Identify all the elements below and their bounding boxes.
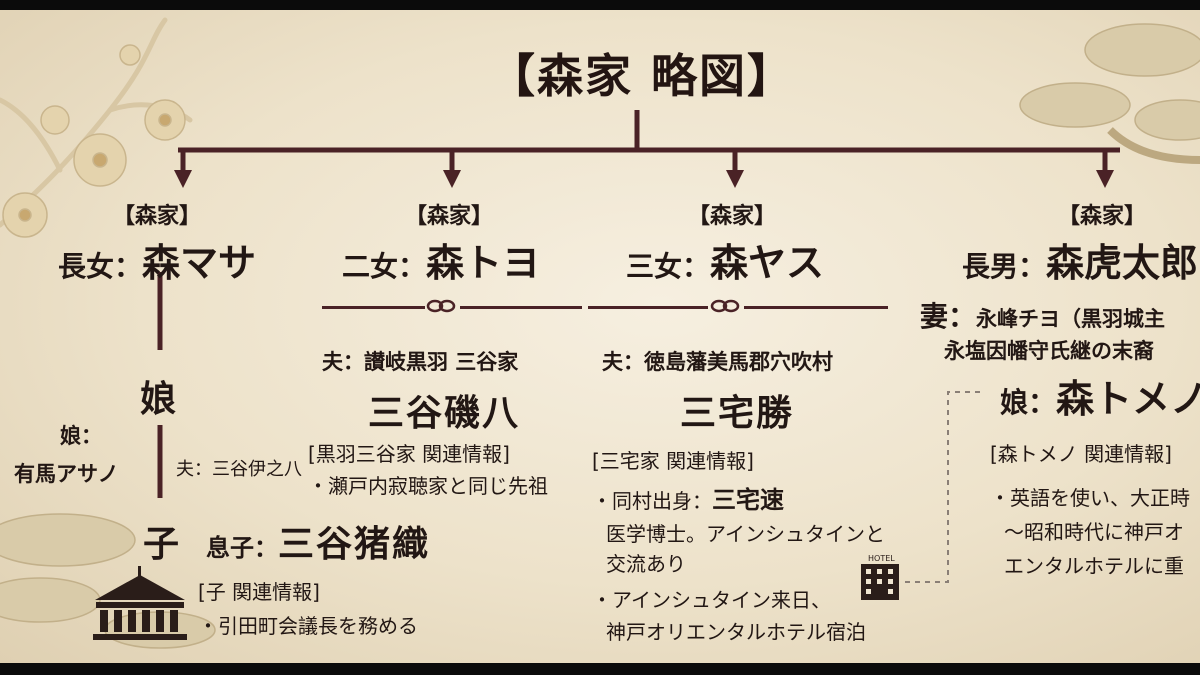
d1-name: 森マサ	[142, 241, 257, 285]
s1-wife-name: 永峰チヨ（黒羽城主	[976, 307, 1166, 331]
d1-header: 長女：森マサ	[58, 232, 256, 287]
d1-son-label: 子	[143, 524, 182, 565]
s1-info-title: [森トメノ 関連情報]	[990, 442, 1172, 466]
s1-house: 【森家】	[1058, 204, 1147, 229]
d2-info-title: [黒羽三谷家 関連情報]	[308, 442, 510, 466]
d3-info-1a: ・同村出身：	[592, 489, 712, 513]
plum-flowers	[2, 44, 186, 238]
d3-rank: 三女：	[626, 250, 711, 283]
tree-connectors	[157, 110, 1120, 498]
d2-divider-right	[460, 306, 582, 309]
s1-wife-label: 妻：	[920, 300, 977, 333]
top-letterbox	[0, 0, 1200, 10]
dashed-link	[905, 391, 982, 583]
d1-grandchild-label-1: 娘：	[60, 424, 102, 448]
knot-ornament-icon	[710, 299, 740, 313]
d2-header: 二女：森トヨ	[342, 232, 540, 287]
knot-ornament-icon	[426, 299, 456, 313]
d2-husband-name: 三谷磯八	[368, 393, 521, 434]
d3-info-2: 医学博士。アインシュタインと	[606, 522, 885, 546]
family-tree-canvas: HOTEL 【森家 略図】 【森家】 長女：森マサ 娘 娘： 有馬アサノ 夫：三…	[0, 10, 1200, 663]
s1-info-2: ～昭和時代に神戸オ	[1004, 520, 1184, 544]
d2-rank: 二女：	[342, 250, 427, 283]
s1-wife: 妻：永峰チヨ（黒羽城主	[920, 295, 1165, 335]
hotel-icon	[861, 564, 899, 600]
pine-tree-top-right	[1019, 23, 1200, 164]
d1-son-name: 三谷猪織	[278, 524, 431, 565]
d1-son: 息子：三谷猪織	[206, 515, 430, 567]
s1-daughter-label: 娘：	[1000, 386, 1057, 419]
d3-header: 三女：森ヤス	[626, 232, 824, 287]
d3-husband-name: 三宅勝	[680, 393, 795, 434]
s1-wife-desc: 永塩因幡守氏継の末裔	[944, 339, 1154, 363]
d2-house: 【森家】	[405, 204, 494, 229]
d3-husband-label: 夫：徳島藩美馬郡穴吹村	[602, 350, 833, 374]
d3-info-1b: 三宅速	[712, 486, 784, 514]
d1-rank: 長女：	[58, 250, 143, 283]
d2-name: 森トヨ	[426, 241, 541, 285]
d3-name: 森ヤス	[710, 241, 825, 285]
d2-info-1: ・瀬戸内寂聴家と同じ先祖	[308, 474, 548, 498]
d3-divider-left	[588, 306, 708, 309]
hotel-sign: HOTEL	[868, 554, 895, 563]
d1-son-relation: 息子：	[206, 534, 278, 562]
d2-husband-label: 夫：讃岐黒羽 三谷家	[322, 350, 519, 374]
d3-divider-right	[744, 306, 888, 309]
pine-tree-bottom-left	[0, 513, 216, 649]
d3-info-3: 交流あり	[606, 552, 686, 576]
d1-house: 【森家】	[113, 204, 202, 229]
d1-info-1: ・引田町会議長を務める	[198, 614, 418, 638]
d3-house: 【森家】	[688, 204, 777, 229]
d3-info-4: ・アインシュタイン来日、	[592, 588, 831, 612]
s1-name: 森虎太郎	[1046, 241, 1199, 285]
s1-info-3: エンタルホテルに重	[1004, 554, 1184, 578]
d1-husband: 夫：三谷伊之八	[176, 459, 302, 480]
s1-info-1: ・英語を使い、大正時	[990, 486, 1190, 510]
d3-info-title: [三宅家 関連情報]	[592, 449, 754, 473]
s1-daughter: 娘：森トメノ	[1000, 368, 1200, 423]
d3-info-line-1: ・同村出身：三宅速	[592, 480, 784, 515]
d3-info-5: 神戸オリエンタルホテル宿泊	[606, 620, 866, 644]
d2-divider-left	[322, 306, 425, 309]
d1-child-label: 娘	[140, 379, 179, 420]
page-title: 【森家 略図】	[489, 49, 796, 103]
connector-arrowheads	[174, 170, 1114, 188]
d1-grandchild-label-2: 有馬アサノ	[14, 462, 119, 486]
s1-daughter-name: 森トメノ	[1056, 377, 1200, 421]
bottom-letterbox	[0, 663, 1200, 675]
s1-header: 長男：森虎太郎	[962, 232, 1198, 287]
decoration-layer: HOTEL	[0, 17, 1200, 649]
d1-info-title: [子 関連情報]	[198, 580, 320, 604]
town-hall-icon	[93, 566, 187, 640]
s1-rank: 長男：	[962, 250, 1047, 283]
